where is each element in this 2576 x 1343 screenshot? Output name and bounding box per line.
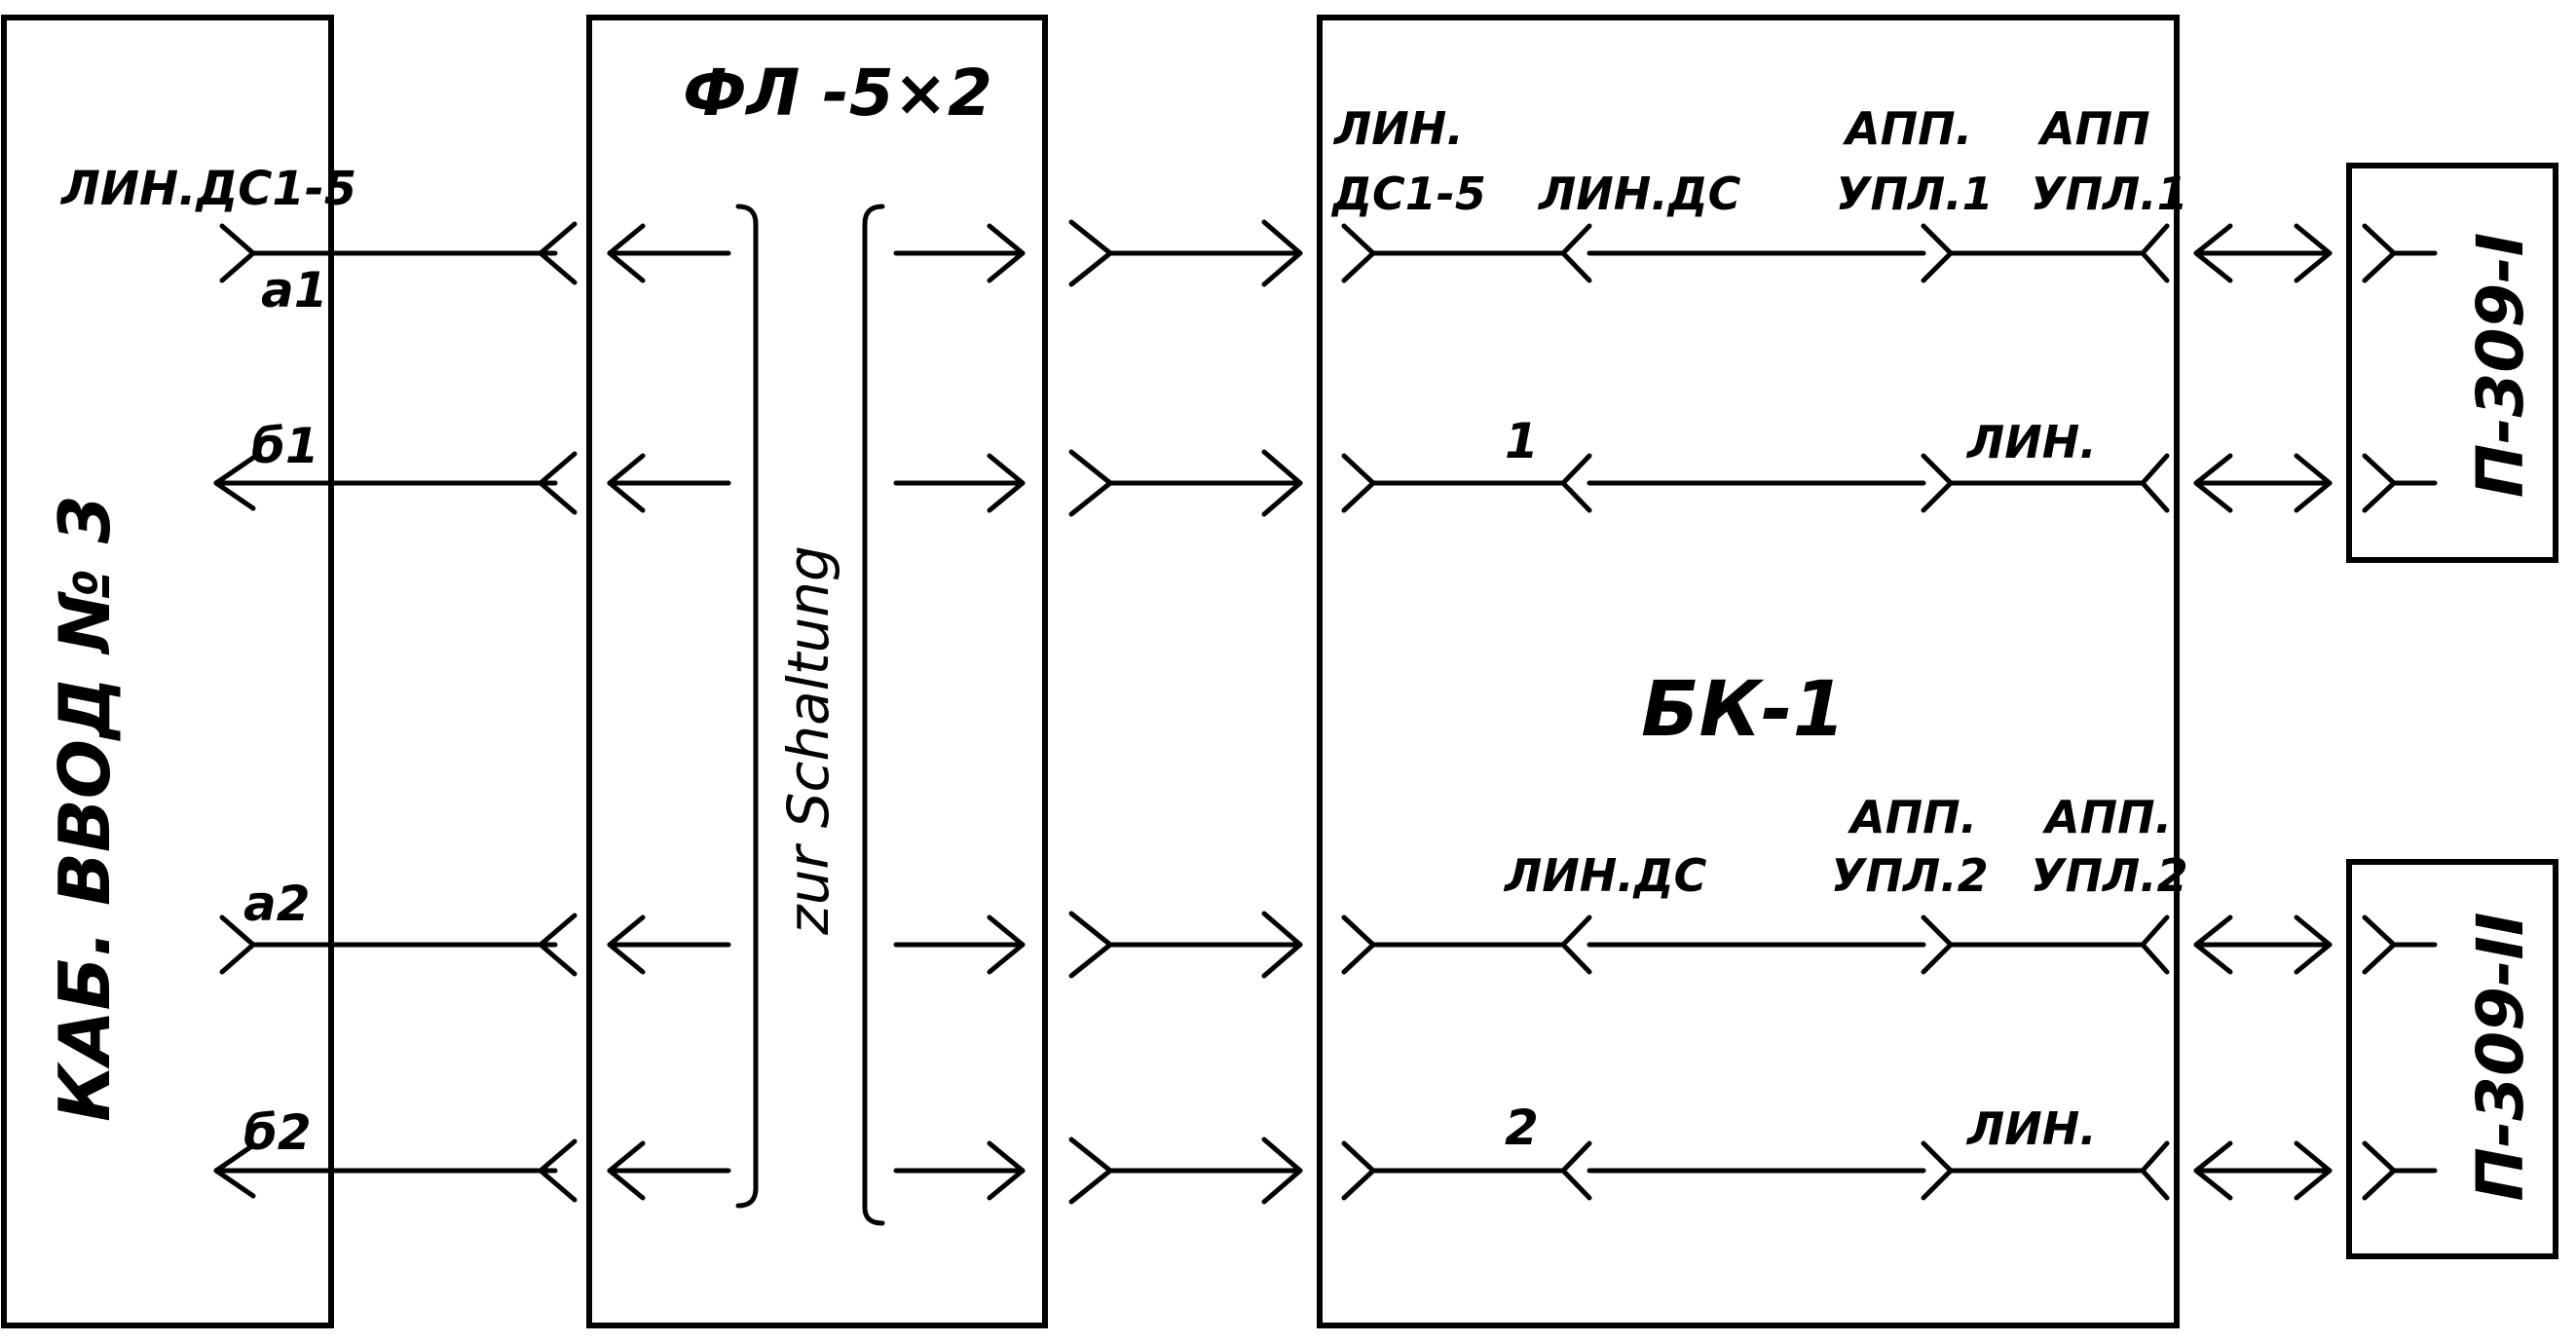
bk-lin-1: ЛИН. [1965,416,2097,468]
bk-lin-2: ЛИН. [1965,1102,2097,1155]
cable-b2-label: б2 [243,1104,312,1161]
bk-row-4 [1341,1140,2170,1201]
bk-num-2: 2 [1505,1100,1539,1156]
bk-title: БК-1 [1641,666,1846,754]
bk-row-3 [1341,914,2170,975]
cable-row-1 [219,221,578,285]
bk-row-1 [1341,223,2170,283]
bk-block [1317,15,2180,1328]
filter-to-bk-arrows [1068,219,1303,1205]
bk-app-upl1-a-l1: АПП. [1843,102,1972,155]
cable-entry-block [1,15,334,1328]
bk-lin-ds-2: ЛИН.ДС [1503,849,1707,902]
cable-top-label: ЛИН.ДС1-5 [59,162,356,216]
p309-1-title: П-309-I [2463,233,2538,498]
bk-app-upl1-a-l2: УПЛ.1 [1836,168,1994,220]
p309-2-title: П-309-II [2463,913,2538,1202]
bk-app-upl1-b-l1: АПП [2037,102,2150,155]
bk-to-p309-arrows [2193,223,2333,1201]
bk-num-1: 1 [1505,413,1539,469]
bk-app-upl2-a-l2: УПЛ.2 [1831,849,1989,902]
cable-entry-title: КАБ. ВВОД № 3 [44,495,126,1122]
bk-lin-ds15-line2: ДС1-5 [1330,168,1486,220]
bk-app-upl2-b-l2: УПЛ.2 [2031,849,2188,902]
bk-app-upl1-b-l2: УПЛ.1 [2031,168,2188,220]
filter-title: ФЛ -5×2 [683,56,992,131]
bk-app-upl2-a-l1: АПП. [1848,791,1977,843]
filter-left-bracket [735,204,759,1209]
bk-row-2 [1341,453,2170,513]
cable-row-2 [213,451,578,515]
bk-lin-ds15-line1: ЛИН. [1332,102,1464,155]
filter-right-bracket [862,204,885,1226]
p309-1-block [2346,163,2558,563]
p309-2-block [2346,859,2558,1259]
filter-right-arrows [893,223,1026,1201]
cable-a2-label: a2 [243,876,311,932]
cable-b1-label: б1 [251,418,319,474]
filter-block [586,15,1048,1328]
filter-note: zur Schaltung [775,545,841,936]
cable-row-3 [219,913,578,977]
filter-left-arrows [607,223,731,1201]
cable-a1-label: a1 [261,262,328,318]
p309-connectors [2362,223,2438,1201]
cable-row-4 [213,1138,578,1203]
bk-app-upl2-b-l1: АПП. [2042,791,2172,843]
bk-lin-ds-1: ЛИН.ДС [1537,168,1741,220]
